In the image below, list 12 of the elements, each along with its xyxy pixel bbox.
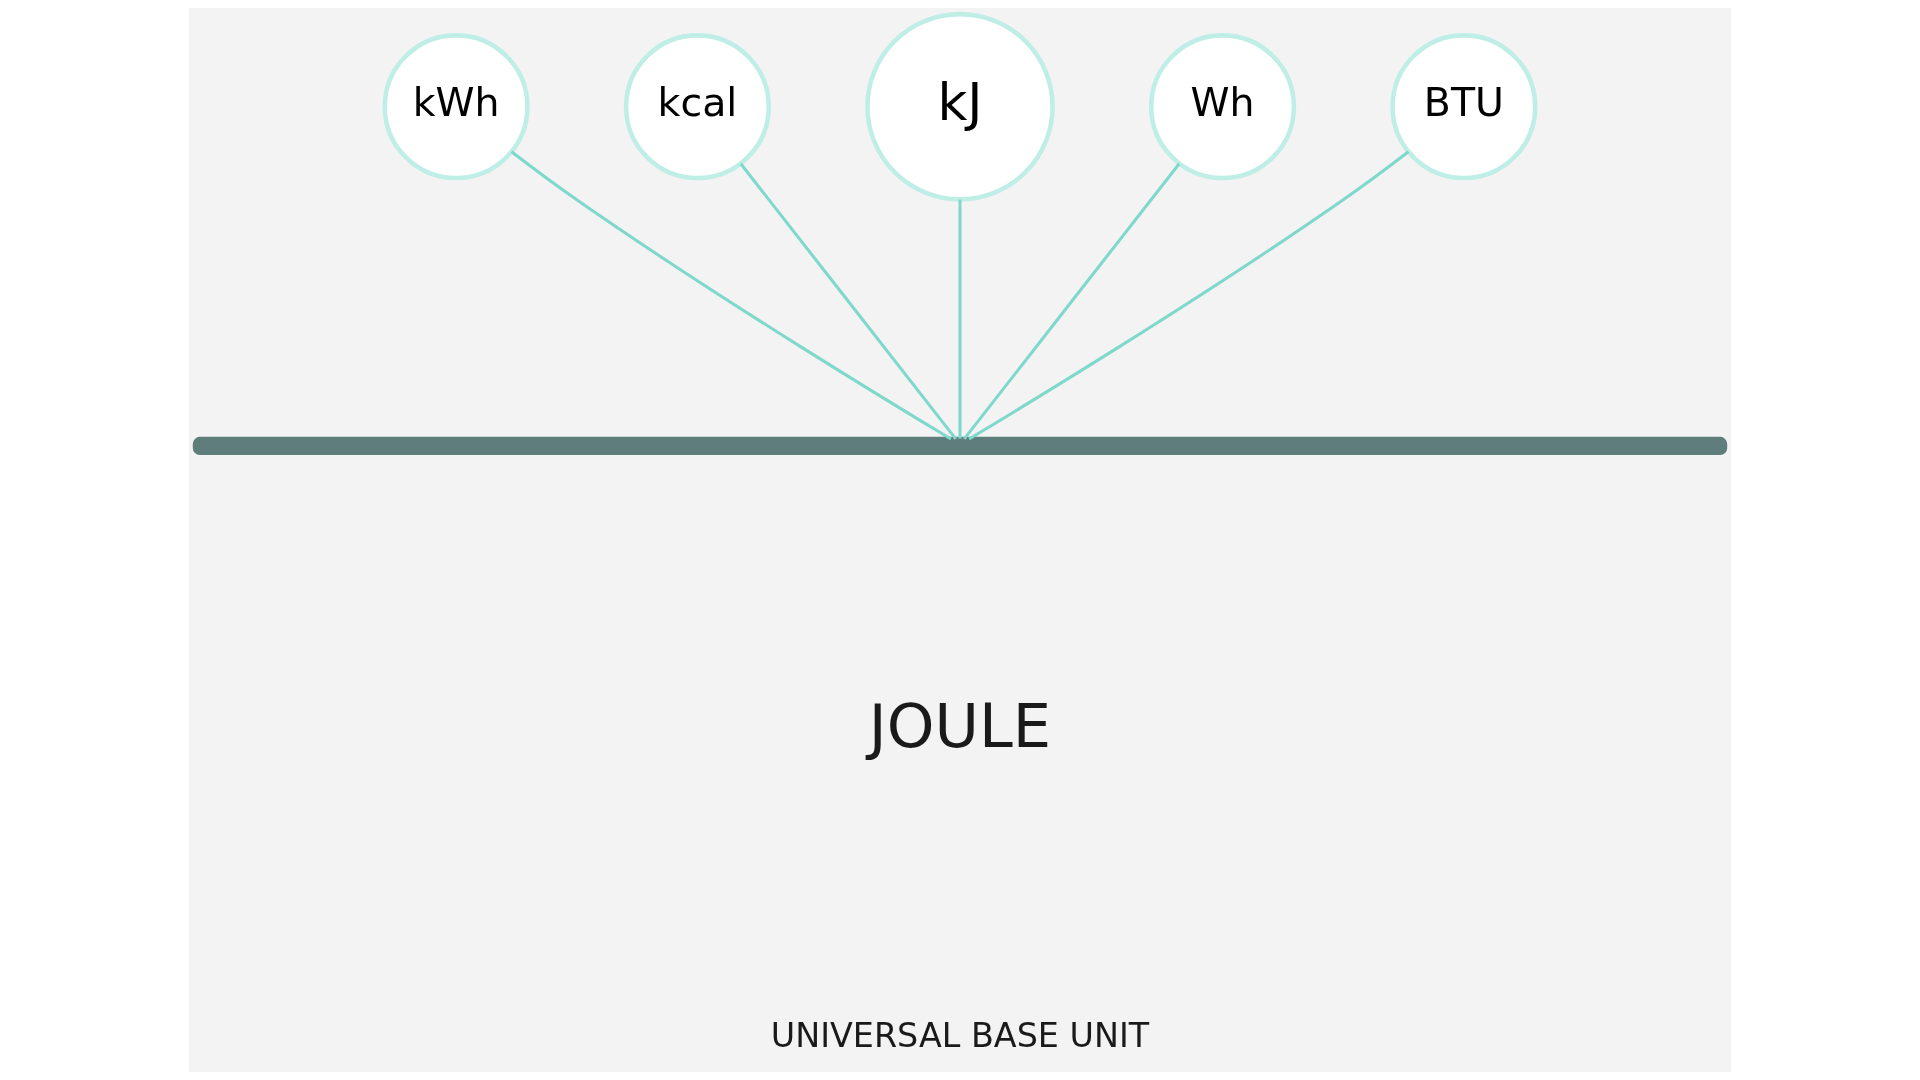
- connector: [968, 150, 1410, 441]
- connector: [963, 162, 1181, 440]
- node-circle: Wh: [1148, 33, 1297, 181]
- node-circle: kcal: [623, 33, 772, 181]
- connector: [739, 162, 957, 440]
- node-circle: kJ: [865, 11, 1055, 202]
- node-circle: kWh: [382, 33, 530, 181]
- connector: [958, 199, 962, 439]
- label: UNIVERSAL BASE UNIT: [770, 1016, 1150, 1056]
- node-circle: BTU: [1390, 33, 1538, 181]
- connector: [510, 150, 952, 441]
- node-bar: [192, 436, 1728, 455]
